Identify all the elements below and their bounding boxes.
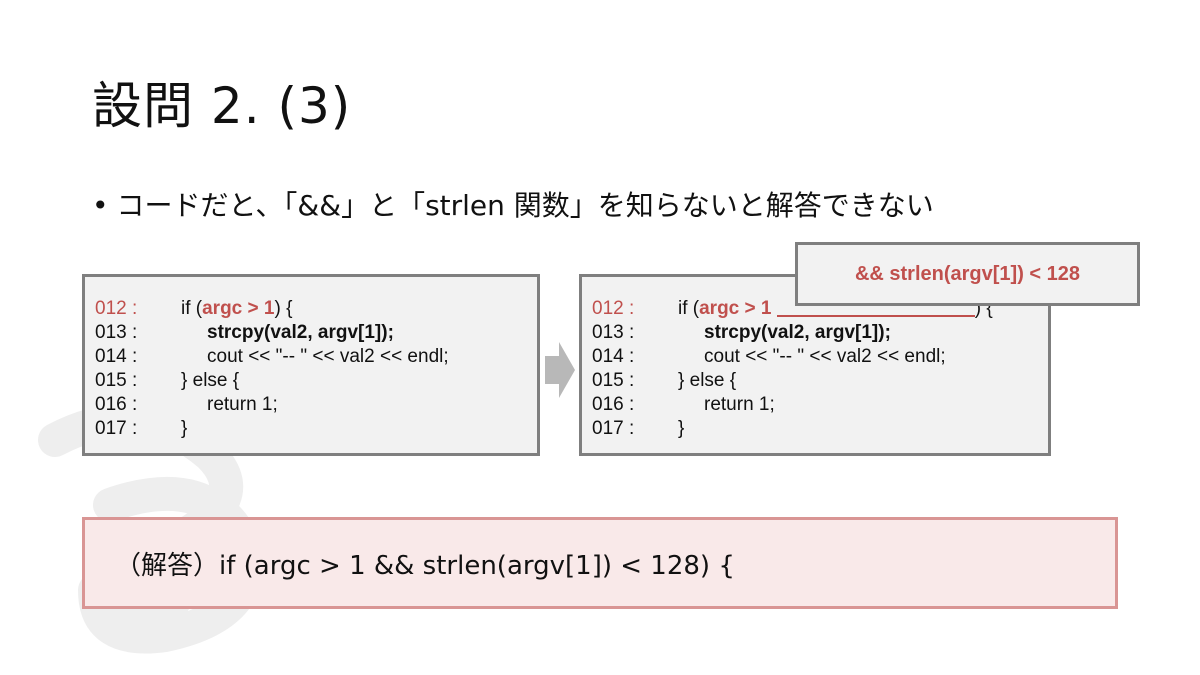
line-number: 016 : <box>95 394 138 415</box>
line-number: 013 : <box>95 322 138 343</box>
code-text: } <box>181 418 188 439</box>
answer-callout: && strlen(argv[1]) < 128 <box>795 242 1140 306</box>
code-text: } else { <box>181 370 240 391</box>
code-box-original: 012 : if (argc > 1) { 013 : strcpy(val2,… <box>82 274 540 456</box>
bullet-text: •コードだと、「&&」と「strlen 関数」を知らないと解答できない <box>92 184 934 224</box>
line-number: 014 : <box>592 346 635 367</box>
code-line: 017 : } <box>592 417 1048 441</box>
code-text: cout << "-- " << val2 << endl; <box>704 346 946 367</box>
code-text: strcpy(val2, argv[1]); <box>207 322 394 343</box>
code-text: } <box>678 418 685 439</box>
answer-text: （解答）if (argc > 1 && strlen(argv[1]) < 12… <box>115 550 735 581</box>
code-line: 015 : } else { <box>95 369 537 393</box>
line-number: 012 : <box>592 298 635 319</box>
code-text: if (argc > 1) { <box>181 298 293 319</box>
code-line: 015 : } else { <box>592 369 1048 393</box>
bullet-label: コードだと、「&&」と「strlen 関数」を知らないと解答できない <box>116 189 934 222</box>
slide-title: 設問 2. (3) <box>92 77 352 135</box>
bullet-marker: • <box>92 189 109 222</box>
fill-in-blank <box>776 297 975 317</box>
code-line: 014 : cout << "-- " << val2 << endl; <box>592 345 1048 369</box>
code-text: return 1; <box>704 394 775 415</box>
code-text: cout << "-- " << val2 << endl; <box>207 346 449 367</box>
line-number: 016 : <box>592 394 635 415</box>
arrow-right-icon <box>545 342 575 398</box>
line-number: 015 : <box>592 370 635 391</box>
code-text: } else { <box>678 370 737 391</box>
line-number: 017 : <box>592 418 635 439</box>
code-line: 012 : if (argc > 1 ) { <box>592 297 1048 321</box>
code-line: 014 : cout << "-- " << val2 << endl; <box>95 345 537 369</box>
code-line: 013 : strcpy(val2, argv[1]); <box>592 321 1048 345</box>
code-text: strcpy(val2, argv[1]); <box>704 322 891 343</box>
line-number: 012 : <box>95 298 138 319</box>
code-line: 017 : } <box>95 417 537 441</box>
code-line: 013 : strcpy(val2, argv[1]); <box>95 321 537 345</box>
answer-box: （解答）if (argc > 1 && strlen(argv[1]) < 12… <box>82 517 1118 609</box>
code-line: 012 : if (argc > 1) { <box>95 297 537 321</box>
line-number: 017 : <box>95 418 138 439</box>
highlight-condition: argc > 1 <box>202 298 275 319</box>
code-line: 016 : return 1; <box>592 393 1048 417</box>
line-number: 015 : <box>95 370 138 391</box>
highlight-condition: argc > 1 <box>699 298 772 319</box>
line-number: 014 : <box>95 346 138 367</box>
code-text: return 1; <box>207 394 278 415</box>
line-number: 013 : <box>592 322 635 343</box>
code-text: if (argc > 1 ) { <box>678 297 993 319</box>
code-line: 016 : return 1; <box>95 393 537 417</box>
